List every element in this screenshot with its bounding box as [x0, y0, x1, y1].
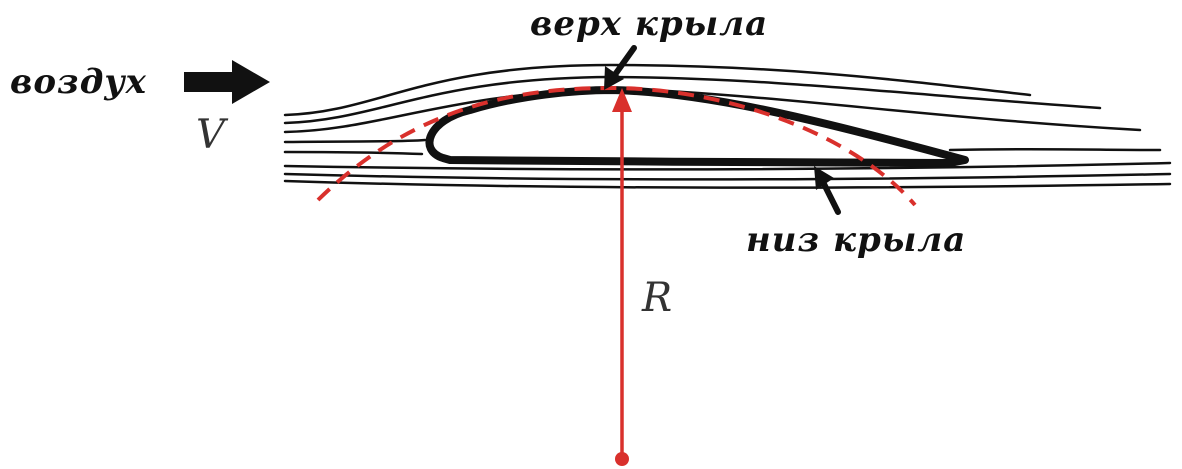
arrow-pointer-icon [814, 166, 841, 215]
radius-label: R [642, 275, 673, 321]
arrow-right-icon [184, 60, 270, 104]
streamline [948, 147, 1162, 152]
radius-arrow-head [612, 88, 632, 112]
streamline [283, 161, 1172, 171]
streamline [283, 138, 427, 144]
radius-end-dot [615, 452, 629, 466]
wing-top-label: верх крыла [530, 4, 769, 44]
streamline [283, 63, 1032, 117]
velocity-label: V [196, 112, 225, 158]
arrow-pointer-icon [604, 45, 637, 90]
streamline [283, 75, 1102, 125]
wing-bottom-label: низ крыла [746, 220, 967, 260]
wing-airfoil [425, 86, 969, 167]
streamline [283, 172, 1172, 181]
air-label: воздух [10, 62, 147, 102]
streamline [283, 179, 1172, 189]
curvature-dashed-arc [316, 85, 917, 207]
streamline [283, 150, 424, 156]
radius-vector [612, 88, 632, 466]
